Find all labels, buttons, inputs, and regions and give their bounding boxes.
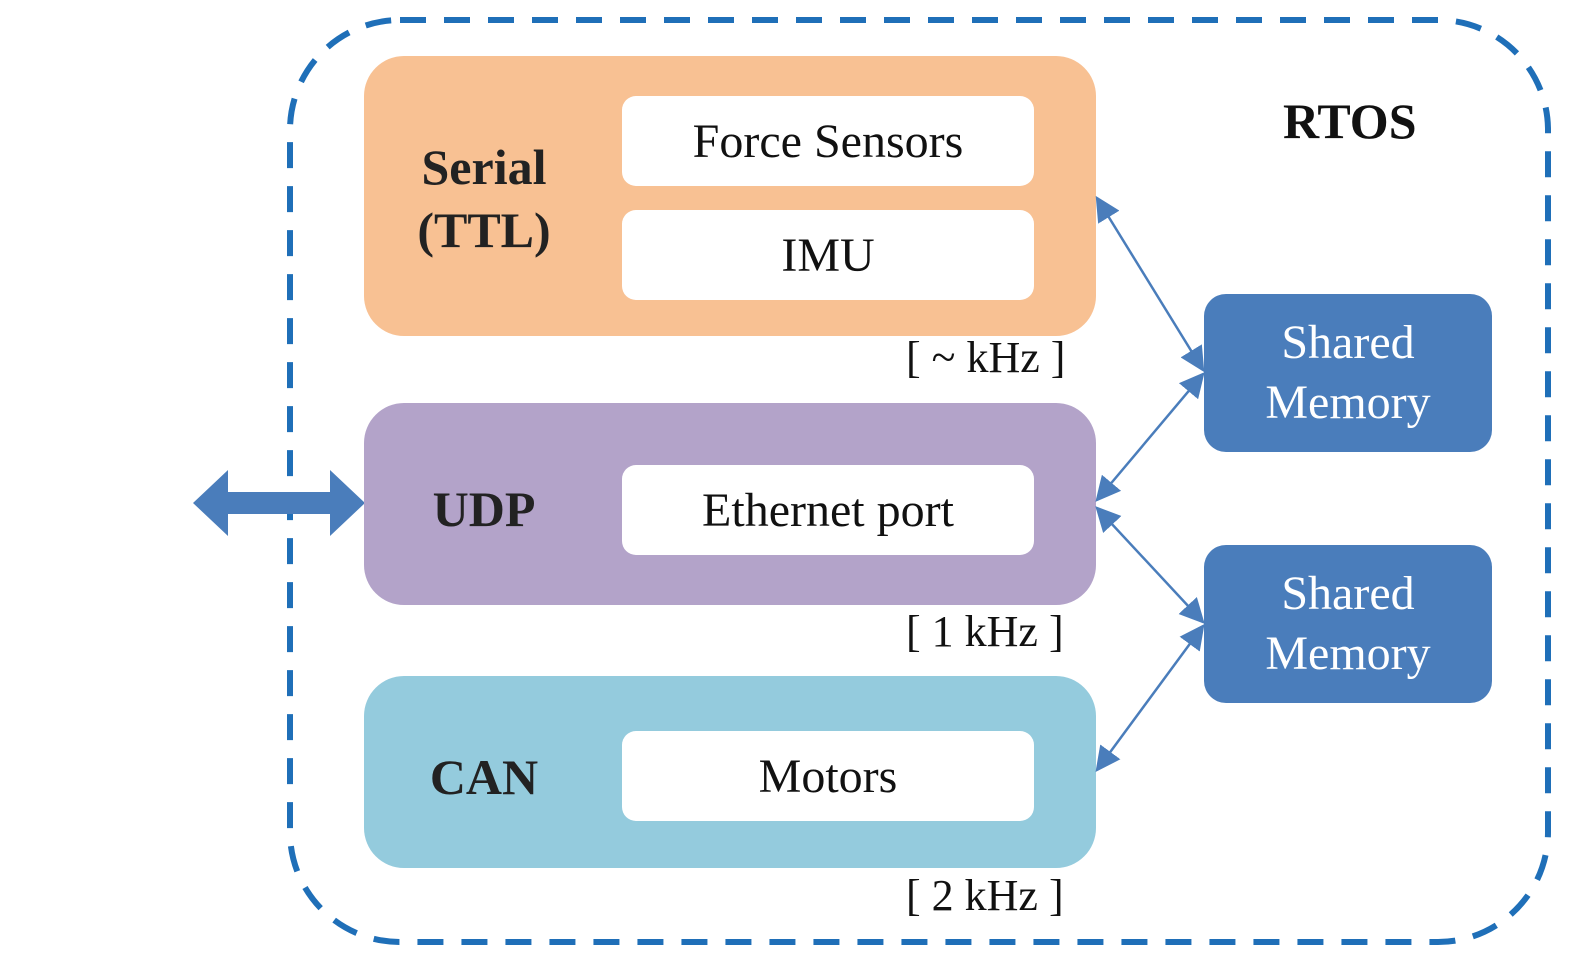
udp-rate-label: [ 1 kHz ] — [906, 607, 1064, 656]
can-bus-label: CAN — [429, 749, 539, 805]
external-link-arrow-icon — [193, 470, 365, 536]
serial-rate-label: [ ~ kHz ] — [906, 333, 1066, 382]
shared-memory-block-2: Shared Memory — [1204, 545, 1492, 703]
device-force-sensors: Force Sensors — [622, 96, 1034, 186]
device-ethernet-port: Ethernet port — [622, 465, 1034, 555]
device-motors: Motors — [622, 731, 1034, 821]
can-rate-label: [ 2 kHz ] — [906, 871, 1064, 920]
device-imu: IMU — [622, 210, 1034, 300]
rtos-boundary — [287, 17, 1551, 945]
rtos-label: RTOS — [1283, 93, 1417, 149]
udp-bus-label: UDP — [432, 481, 536, 537]
shared-memory-block-1: Shared Memory — [1204, 294, 1492, 452]
serial-bus-label: Serial (TTL) — [417, 139, 551, 258]
